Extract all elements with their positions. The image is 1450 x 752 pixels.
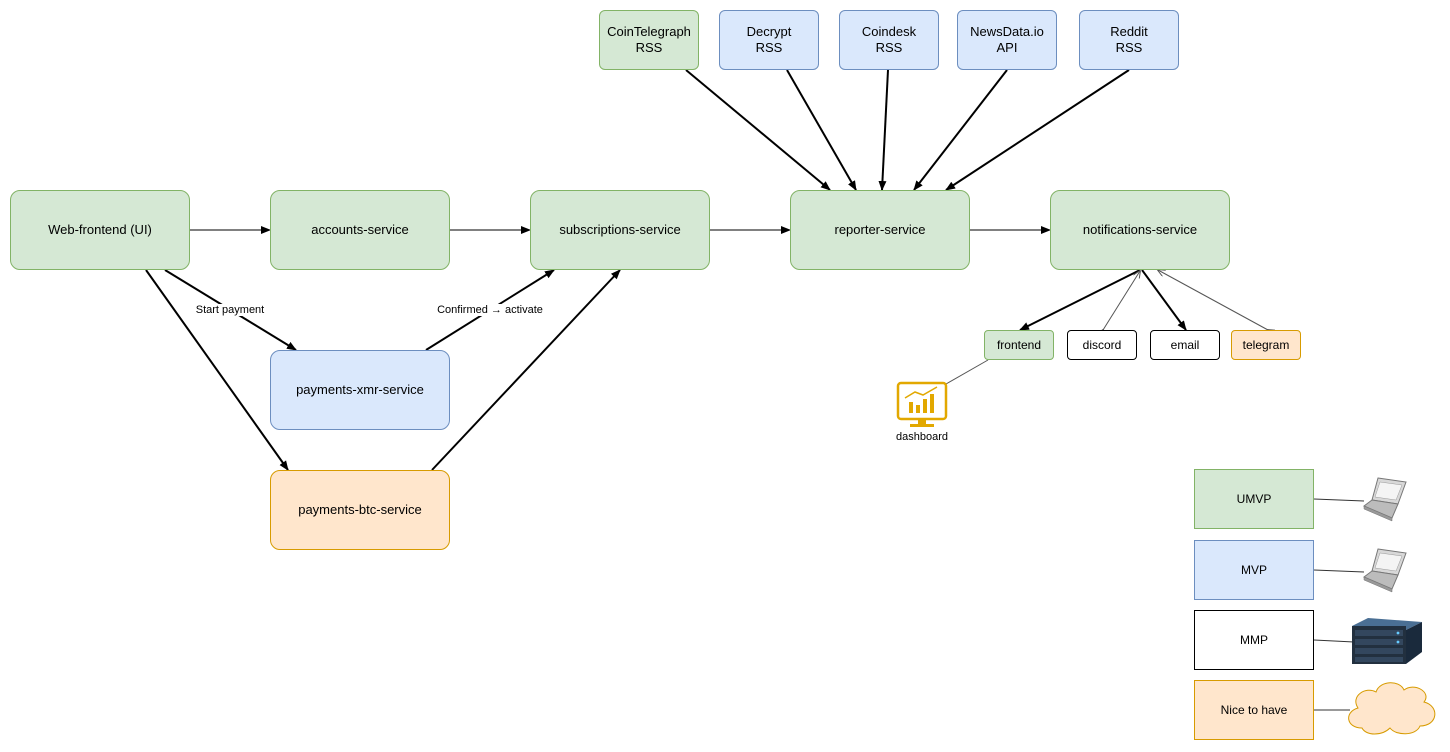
notifications-service-node[interactable]: notifications-service: [1050, 190, 1230, 270]
payments-xmr-service-node[interactable]: payments-xmr-service: [270, 350, 450, 430]
source-coindesk-rss[interactable]: Coindesk RSS: [839, 10, 939, 70]
source-reddit-rss[interactable]: Reddit RSS: [1079, 10, 1179, 70]
channel-email-node[interactable]: email: [1150, 330, 1220, 360]
legend-mvp: MVP: [1194, 540, 1314, 600]
edge-coindesk-to-reporter: [878, 69, 889, 191]
source-cointelegraph-rss[interactable]: CoinTelegraph RSS: [599, 10, 699, 70]
cloud-icon: [1348, 682, 1436, 735]
web-frontend-node[interactable]: Web-frontend (UI): [10, 190, 190, 270]
payments-btc-service-node[interactable]: payments-btc-service: [270, 470, 450, 550]
dashboard-monitor-icon: [896, 381, 948, 427]
source-decrypt-rss[interactable]: Decrypt RSS: [719, 10, 819, 70]
edge-notifications-telegram: [1158, 270, 1268, 330]
edge-label-start-payment: Start payment: [193, 304, 267, 316]
subscriptions-service-node[interactable]: subscriptions-service: [530, 190, 710, 270]
dashboard-caption: dashboard: [896, 431, 948, 443]
edge-newsdata-to-reporter: [913, 69, 1008, 191]
source-newsdata-api[interactable]: NewsData.io API: [957, 10, 1057, 70]
channel-telegram-node[interactable]: telegram: [1231, 330, 1301, 360]
edge-notifications-to-email: [1141, 269, 1187, 331]
accounts-service-node[interactable]: accounts-service: [270, 190, 450, 270]
edge-notifications-discord: [1103, 271, 1140, 330]
legend-nice-to-have: Nice to have: [1194, 680, 1314, 740]
edge-label-confirmed-activate: Confirmed → activate: [435, 304, 545, 316]
channel-discord-node[interactable]: discord: [1067, 330, 1137, 360]
edge-btc-to-subscriptions: [431, 269, 621, 471]
edge-frontend-to-dashboard: [945, 359, 989, 385]
legend-mmp: MMP: [1194, 610, 1314, 670]
server-icon: [1352, 618, 1422, 664]
legend-umvp: UMVP: [1194, 469, 1314, 529]
laptop-icon: [1363, 477, 1407, 522]
laptop-icon: [1363, 548, 1407, 593]
edge-reddit-to-reporter: [945, 69, 1130, 191]
edge-cointelegraph-to-reporter: [685, 69, 831, 191]
reporter-service-node[interactable]: reporter-service: [790, 190, 970, 270]
edge-decrypt-to-reporter: [786, 69, 857, 191]
edge-web-to-btc: [145, 269, 289, 471]
channel-frontend-node[interactable]: frontend: [984, 330, 1054, 360]
